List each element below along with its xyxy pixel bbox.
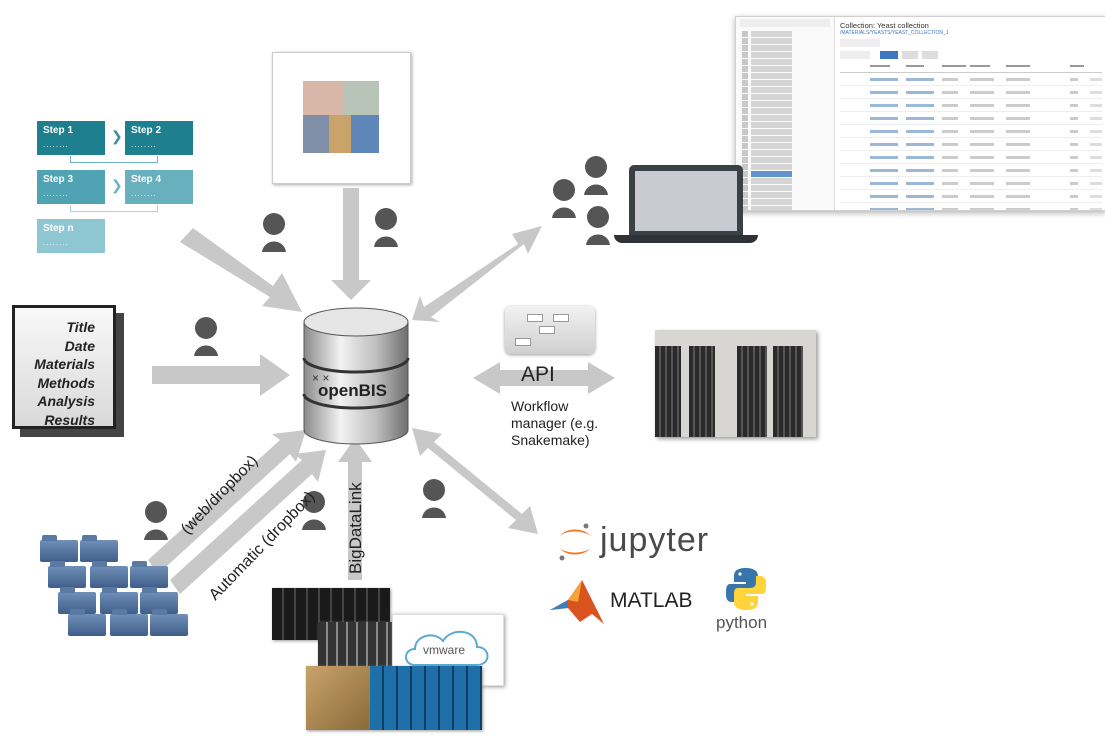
arrow-web-dropbox [148,430,306,574]
workflow-step: Step 1........ [37,121,105,155]
arrow-hub-api [473,362,615,394]
folder-icon [90,561,128,588]
step-connector [70,205,158,212]
table-row [840,177,1102,190]
workflow-manager-label: Workflow manager (e.g. Snakemake) [511,398,599,448]
person-icon [586,206,610,245]
table-row [840,138,1102,151]
table-row [840,99,1102,112]
arrow-automatic-dropbox [170,450,326,594]
arrow-hub-laptop [412,226,542,322]
bigdatalink-label: BigDataLink [346,482,365,574]
arrow-steps-to-hub [180,228,302,312]
arrow-bigdatalink [338,438,372,580]
folder-icon [140,587,178,614]
folder-icon [48,561,86,588]
workflow-step: Step 4........ [125,170,193,204]
lab-photo [351,115,379,153]
vmware-label: vmware [423,643,466,657]
arrow-photo-to-hub [331,188,371,300]
laptop-icon [629,165,743,235]
table-header [840,62,1102,73]
toolbar [840,39,880,47]
hpc-cluster-photo [370,666,482,730]
lab-photo [303,115,329,153]
jupyter-label: jupyter [600,521,710,559]
person-icon [584,156,608,195]
search-input [740,19,830,27]
table-row [840,151,1102,164]
python-icon [726,568,766,610]
chevron-right-icon: ❯ [111,177,123,193]
folder-icon [68,609,106,636]
arrow-hub-tools [412,428,538,534]
filter-bar [840,51,1102,59]
openbis-label: openBIS [318,381,387,400]
workflow-diagram-icon [487,302,597,354]
folder-icon [150,609,188,636]
server-room-photo [655,330,816,437]
table-row [840,112,1102,125]
workflow-step: Step 2........ [125,121,193,155]
lab-photo-collage [272,52,411,184]
chevron-right-icon: ❯ [111,128,123,144]
folder-icon [110,609,148,636]
lab-photo [329,115,351,153]
lab-notebook-document: Title Date Materials Methods Analysis Re… [12,305,124,437]
person-icon [302,491,326,530]
navigation-tree [736,17,835,210]
person-icon [262,213,286,252]
table-row [840,125,1102,138]
table-row [840,190,1102,203]
arrow-document-to-hub [152,354,290,396]
person-icon [374,208,398,247]
archive-photo [306,666,370,730]
database-icon [302,307,410,445]
infrastructure-collage: vmware [272,580,517,735]
laptop-base [614,235,758,243]
collection-path: /MATERIALS/YEASTS/YEAST_COLLECTION_1 [840,30,949,36]
table-row [840,164,1102,177]
collection-view: Collection: Yeast collection /MATERIALS/… [840,21,1102,210]
document-line: Methods [37,374,95,391]
workflow-step: Step 3........ [37,170,105,204]
matlab-label: MATLAB [610,589,693,612]
person-icon [144,501,168,540]
workflow-step: Step n........ [37,219,105,253]
openbis-logo-mark: × × [312,371,330,385]
folder-icon [130,561,168,588]
document-line: Title [66,319,95,335]
collection-title: Collection: Yeast collection [840,21,929,30]
folder-icon [80,535,118,562]
document-line: Date [64,337,95,354]
folder-icon [100,587,138,614]
api-label: API [521,363,555,386]
person-icon [422,479,446,518]
table-row [840,73,1102,86]
lab-photo [343,81,379,115]
python-label: python [716,613,768,632]
eln-screenshot: Collection: Yeast collection /MATERIALS/… [735,16,1105,211]
jupyter-icon [559,523,590,561]
folder-icon [58,587,96,614]
table-row [840,86,1102,99]
person-icon [194,317,218,356]
document-line: Materials [34,356,95,372]
folder-icon [40,535,78,562]
step-connector [70,156,158,163]
document-line: Results [44,411,95,428]
person-icon [552,179,576,218]
document-line: Analysis [37,393,95,409]
table-row [840,203,1102,210]
mouse-photo [303,81,343,115]
matlab-icon [550,580,604,624]
